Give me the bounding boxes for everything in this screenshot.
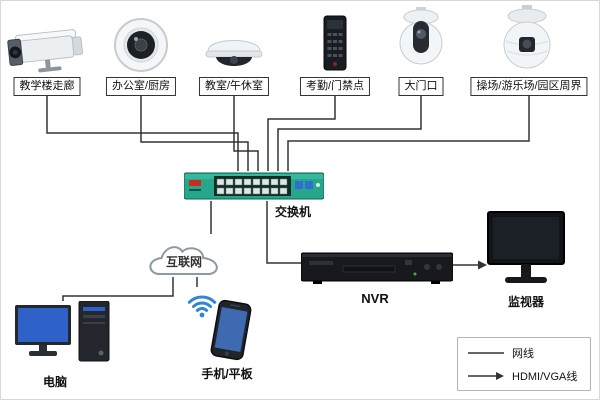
cable-office-cam-to-switch xyxy=(140,95,249,171)
ptz-dome-camera-icon xyxy=(399,7,443,65)
legend-network-cable: 网线 xyxy=(466,345,582,361)
label-gate: 大门口 xyxy=(398,77,444,96)
switch-label: 交换机 xyxy=(274,205,312,219)
cable-switch-to-nvr xyxy=(266,201,301,264)
nvr-label: NVR xyxy=(361,291,389,306)
hdmi-vga-arrow-icon xyxy=(468,371,504,380)
hdmi-arrowhead xyxy=(478,260,487,270)
wifi-signal-icon xyxy=(187,295,217,318)
bullet-camera-icon xyxy=(7,29,83,73)
label-office: 办公室/厨房 xyxy=(105,77,177,96)
mini-dome-camera-icon xyxy=(205,40,263,66)
display-monitor-icon xyxy=(487,211,565,283)
cable-cloud-to-computer xyxy=(62,277,174,301)
smartphone-icon xyxy=(210,299,252,361)
desktop-computer-icon xyxy=(15,301,110,362)
turret-dome-camera-icon xyxy=(114,18,168,72)
network-switch-icon xyxy=(184,172,324,200)
label-perimeter: 操场/游乐场/园区周界 xyxy=(470,77,588,96)
legend-box: 网线 HDMI/VGA线 xyxy=(457,337,591,391)
label-classroom: 教室/午休室 xyxy=(198,77,270,96)
computer-label: 电脑 xyxy=(42,375,68,389)
nvr-device-icon xyxy=(301,252,453,284)
cable-gate-cam-to-switch xyxy=(277,95,422,171)
cable-perimeter-cam-to-switch xyxy=(287,95,530,171)
speed-dome-camera-icon xyxy=(503,5,551,69)
legend-hdmi-vga-label: HDMI/VGA线 xyxy=(512,370,578,383)
network-cable-line-icon xyxy=(468,351,504,354)
cable-corridor-cam-to-switch xyxy=(46,95,239,171)
cable-classroom-cam-to-switch xyxy=(233,95,259,171)
internet-cloud-icon xyxy=(149,246,218,275)
legend-hdmi-vga: HDMI/VGA线 xyxy=(466,368,582,384)
label-corridor: 教学楼走廊 xyxy=(13,77,81,96)
label-access: 考勤/门禁点 xyxy=(299,77,371,96)
mobile-label: 手机/平板 xyxy=(201,367,253,381)
monitor-label: 监视器 xyxy=(507,295,545,309)
cloud-label: 互联网 xyxy=(165,255,202,269)
access-control-keypad-icon xyxy=(323,15,347,71)
legend-network-cable-label: 网线 xyxy=(512,347,534,360)
cable-access-ctrl-to-switch xyxy=(267,95,336,171)
